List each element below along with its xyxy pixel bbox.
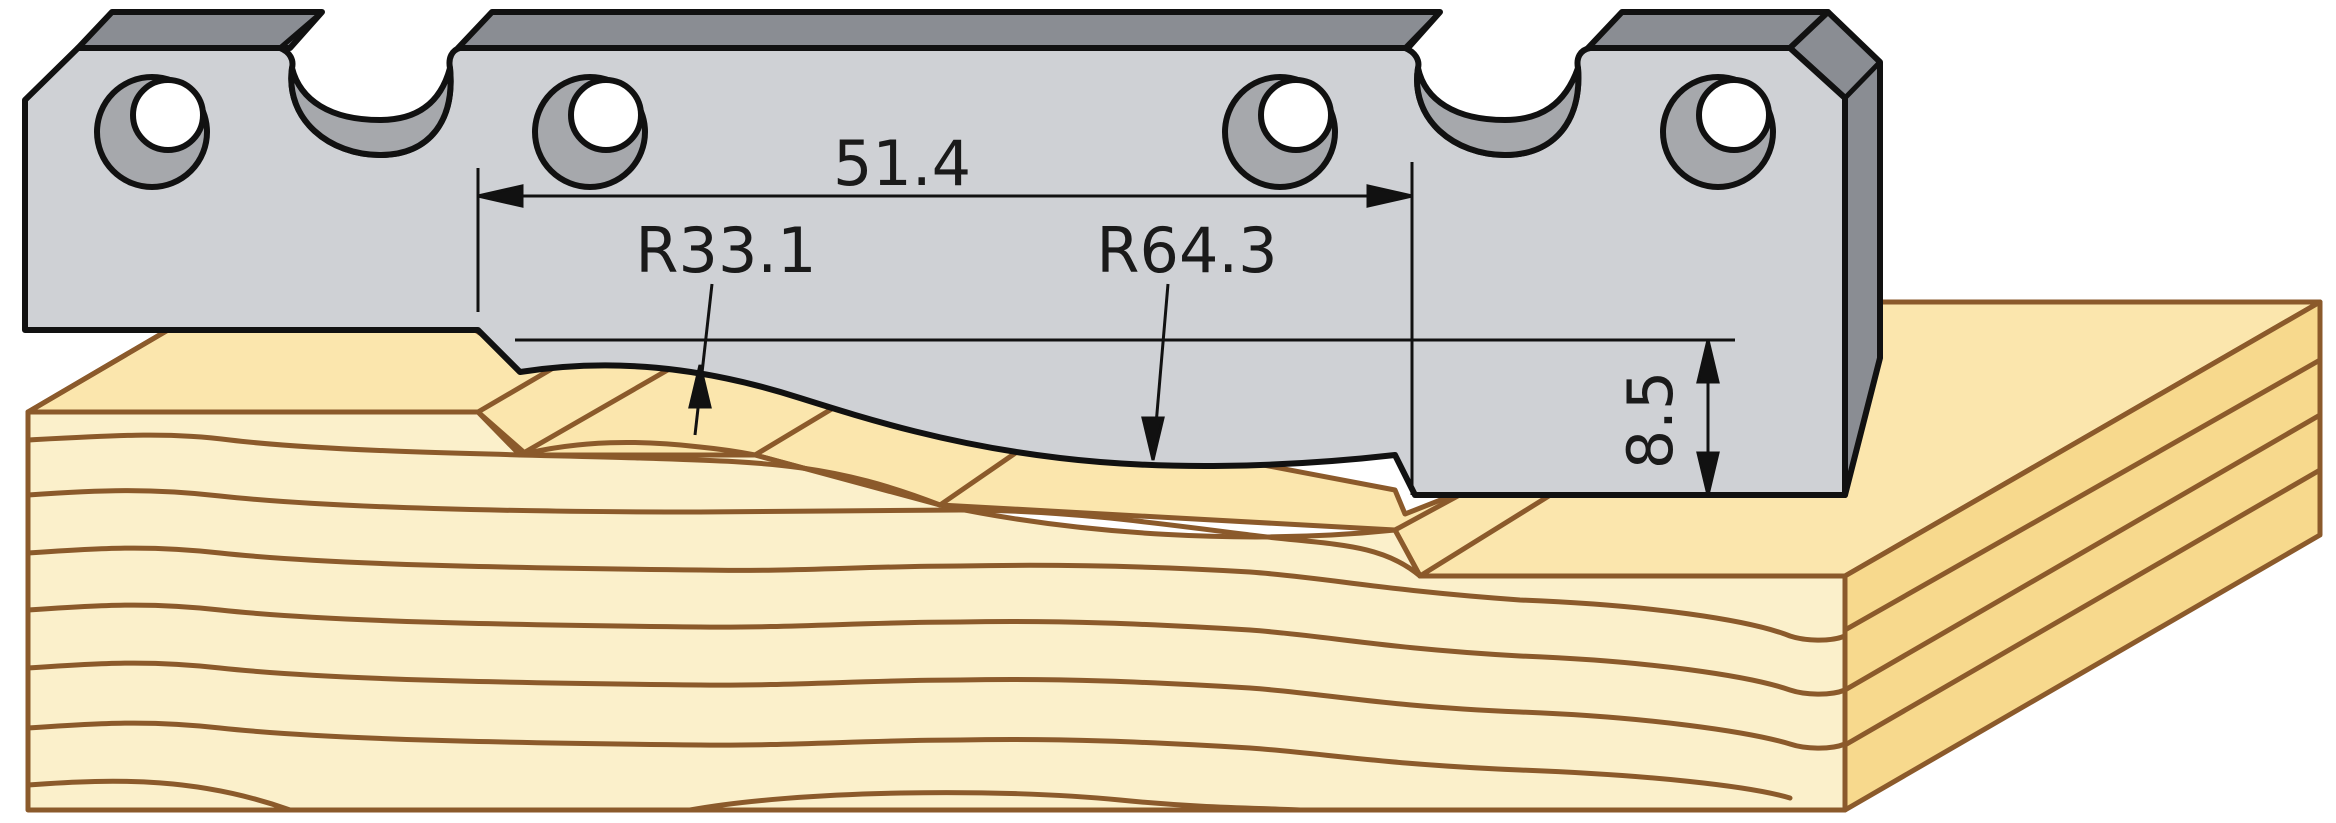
radius-small-arrow: [688, 364, 712, 409]
radius-small-label: R33.1: [635, 214, 816, 287]
bolt-hole-4: [1660, 74, 1776, 190]
bolt-hole-1: [94, 74, 210, 190]
width-arrow-right: [1366, 184, 1413, 208]
bolt-hole-3: [1222, 74, 1338, 190]
side-face-layers: [1842, 357, 2323, 748]
right-notch-shade: [1414, 65, 1582, 158]
bolt-hole-2: [532, 74, 648, 190]
depth-dimension-label: 8.5: [1614, 371, 1687, 470]
radius-large-arrow: [1141, 416, 1165, 461]
knife-chamfers: [278, 10, 1882, 100]
front-face-grain: [25, 432, 1848, 813]
width-dimension-label: 51.4: [833, 127, 971, 200]
width-arrow-left: [477, 184, 524, 208]
profile-knife: [22, 9, 1883, 498]
depth-arrow-top: [1696, 339, 1720, 384]
dimension-annotations: [476, 162, 1735, 496]
bolt-holes: [94, 74, 1776, 190]
knife-top-bevel-middle: [455, 9, 1443, 51]
radius-small-leader: [693, 283, 714, 436]
left-notch-shade: [288, 65, 454, 158]
depth-arrow-bottom: [1696, 451, 1720, 496]
radius-large-label: R64.3: [1096, 214, 1277, 287]
